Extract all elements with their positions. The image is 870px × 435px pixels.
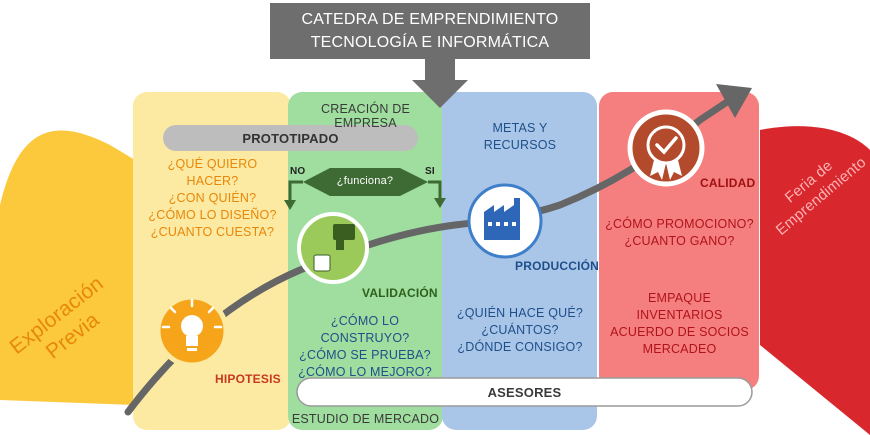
blue-title-line2: RECURSOS xyxy=(483,138,557,152)
yellow-q3: ¿CÓMO LO DISEÑO? xyxy=(148,208,277,222)
right-wing-shape xyxy=(760,126,870,435)
yellow-q2: ¿CON QUIÉN? xyxy=(168,191,257,205)
blue-q2: ¿CUÁNTOS? xyxy=(481,323,559,337)
decision-left-arrow xyxy=(288,180,303,204)
header-line1: CATEDRA DE EMPRENDIMIENTO xyxy=(301,11,559,28)
header-arrow xyxy=(412,57,468,108)
header-line2: TECNOLOGÍA E INFORMÁTICA xyxy=(310,34,550,51)
stage-calidad: CALIDAD xyxy=(700,176,756,190)
blue-questions: ¿QUIÉN HACE QUÉ? ¿CUÁNTOS? ¿DÓNDE CONSIG… xyxy=(445,305,595,356)
red-questions: ¿CÓMO PROMOCIONO? ¿CUANTO GANO? xyxy=(602,216,757,250)
red-q2: ¿CUANTO GANO? xyxy=(624,234,735,248)
header-title: CATEDRA DE EMPRENDIMIENTO TECNOLOGÍA E I… xyxy=(270,8,590,54)
decision-shape xyxy=(303,168,428,196)
red-item1: EMPAQUE xyxy=(648,291,711,305)
green-questions: ¿CÓMO LO CONSTRUYO? ¿CÓMO SE PRUEBA? ¿CÓ… xyxy=(290,313,440,381)
quality-badge-icon xyxy=(627,109,705,187)
thumbs-icon xyxy=(297,212,369,284)
blue-panel xyxy=(442,92,597,430)
red-q1: ¿CÓMO PROMOCIONO? xyxy=(605,217,754,231)
decision-yes: SI xyxy=(425,166,435,177)
asesores-label: ASESORES xyxy=(487,385,562,400)
factory-icon xyxy=(467,183,543,259)
yellow-q1: ¿QUÉ QUIERO HACER? xyxy=(167,157,258,188)
green-title: CREACIÓN DE EMPRESA xyxy=(320,102,411,130)
red-item3: ACUERDO DE SOCIOS xyxy=(610,325,749,339)
stage-validacion: VALIDACIÓN xyxy=(362,286,438,300)
blue-q1: ¿QUIÉN HACE QUÉ? xyxy=(456,306,584,320)
stage-produccion: PRODUCCIÓN xyxy=(515,259,600,273)
asesores-bar xyxy=(296,377,753,407)
lightbulb-icon xyxy=(155,294,229,368)
green-footer: ESTUDIO DE MERCADO xyxy=(291,412,440,426)
red-item2: INVENTARIOS xyxy=(636,308,723,322)
growth-arrowhead xyxy=(716,84,752,118)
decision-question: ¿funciona? xyxy=(336,175,394,187)
blue-title-line1: METAS Y xyxy=(492,121,548,135)
blue-title: METAS Y RECURSOS xyxy=(455,120,585,154)
left-wing-shape xyxy=(0,130,135,405)
prototipado-label: PROTOTIPADO xyxy=(242,131,339,146)
header-box xyxy=(270,3,590,59)
stage-hipotesis: HIPOTESIS xyxy=(215,372,281,386)
green-q1: ¿CÓMO LO CONSTRUYO? xyxy=(320,314,410,345)
red-item4: MERCADEO xyxy=(642,342,717,356)
green-q2: ¿CÓMO SE PRUEBA? xyxy=(299,348,431,362)
blue-q3: ¿DÓNDE CONSIGO? xyxy=(457,340,583,354)
red-items: EMPAQUE INVENTARIOS ACUERDO DE SOCIOS ME… xyxy=(602,290,757,358)
yellow-questions: ¿QUÉ QUIERO HACER? ¿CON QUIÉN? ¿CÓMO LO … xyxy=(140,156,285,241)
green-q3: ¿CÓMO LO MEJORO? xyxy=(298,365,432,379)
decision-right-arrow xyxy=(428,180,442,200)
yellow-q4: ¿CUANTO CUESTA? xyxy=(150,225,275,239)
decision-no: NO xyxy=(290,166,306,177)
prototipado-bar xyxy=(163,125,418,151)
